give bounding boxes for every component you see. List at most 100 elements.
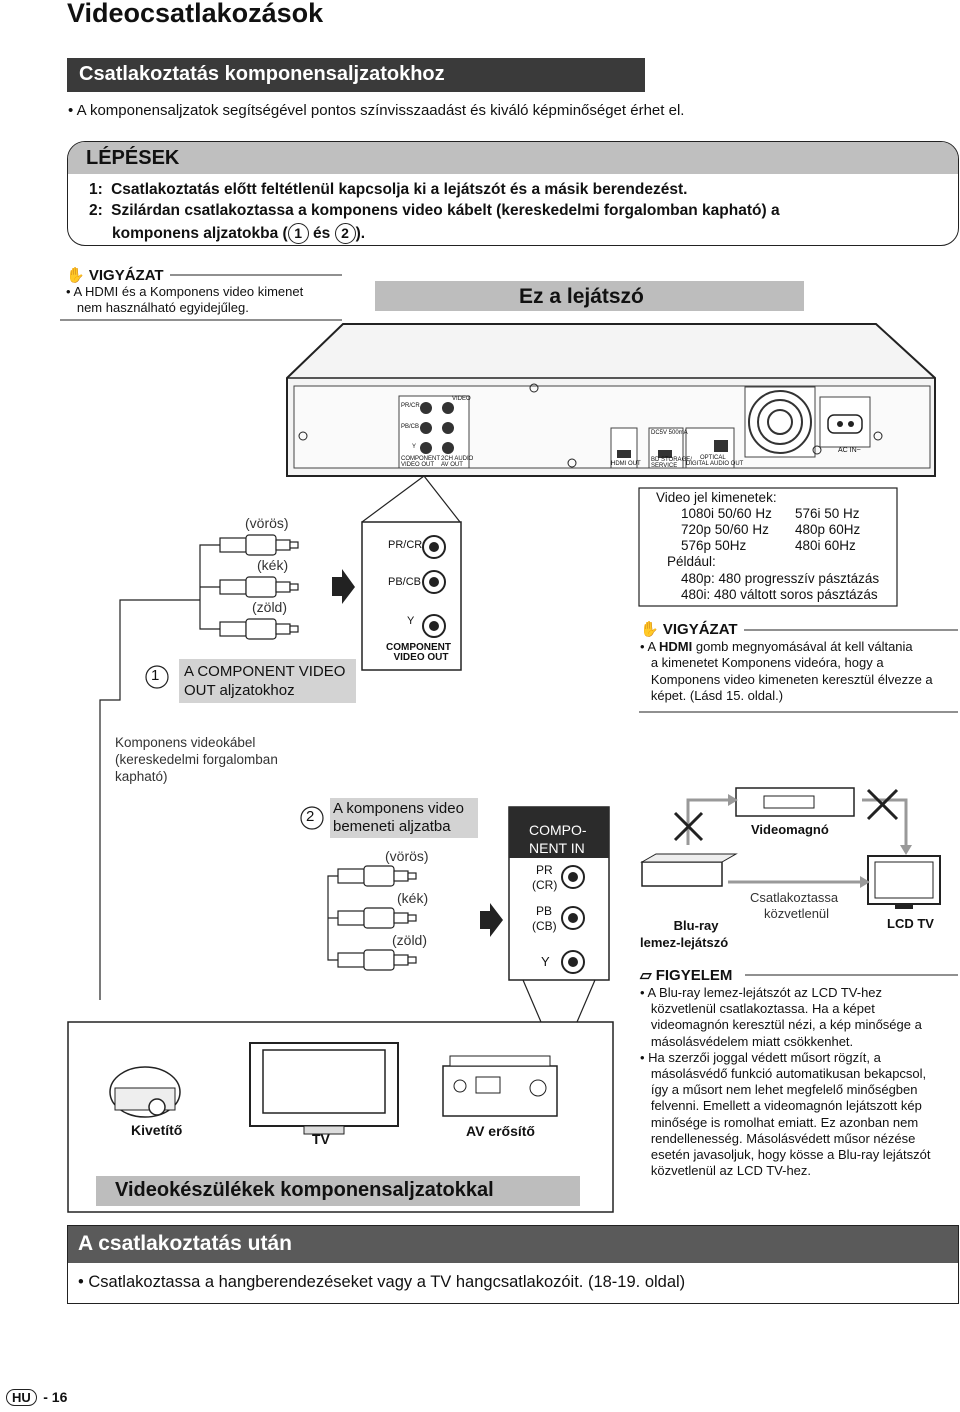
cable1-label: OUT aljzatokhoz bbox=[184, 682, 295, 699]
signals-example: Például: bbox=[667, 554, 716, 569]
vcr-label: Videomagnó bbox=[751, 822, 829, 837]
steps-title: LÉPÉSEK bbox=[86, 147, 180, 169]
step-2: 2: Szilárdan csatlakoztassa a komponens … bbox=[89, 202, 780, 220]
jack-text: COMPO- bbox=[529, 822, 587, 838]
signal-example: 480p: 480 progresszív pásztázás bbox=[681, 571, 880, 586]
note-text: • A Blu-ray lemez-lejátszót az LCD TV-he… bbox=[640, 985, 931, 1179]
cable-text: kapható) bbox=[115, 769, 168, 784]
step-text: Szilárdan csatlakoztassa a komponens vid… bbox=[111, 202, 780, 219]
circled-two: 2 bbox=[334, 223, 356, 244]
cable-red-label: (vörös) bbox=[385, 848, 429, 864]
steps-box: LÉPÉSEK 1: Csatlakoztatás előtt feltétle… bbox=[67, 141, 959, 246]
note-line: közvetlenül az LCD TV-hez. bbox=[650, 1163, 812, 1179]
bullet-text: Csatlakoztassa a hangberendezéseket vagy… bbox=[88, 1273, 686, 1291]
note-heading: ▱ FIGYELEM bbox=[640, 966, 732, 984]
cable-text: Komponens videokábel bbox=[115, 735, 256, 750]
step-text: Csatlakoztatás előtt feltétlenül kapcsol… bbox=[111, 181, 688, 198]
panel-text: BD STORAGE/ bbox=[651, 457, 692, 463]
step-text: ). bbox=[355, 225, 366, 242]
step-text: komponens aljzatokba ( bbox=[112, 225, 288, 242]
signal-value: 576i 50 Hz bbox=[795, 506, 860, 521]
section2-bullet: • Csatlakoztassa a hangberendezéseket va… bbox=[78, 1273, 686, 1291]
cable2-label: A komponens video bbox=[333, 800, 464, 817]
cable-green-label: (zöld) bbox=[392, 932, 428, 948]
panel-ac-label: AC IN~ bbox=[838, 447, 861, 454]
jack-in-pb: PB (CB) bbox=[532, 904, 557, 934]
note-line: másolásvédő funkció automatikusan bekapc… bbox=[650, 1066, 927, 1082]
jack-text: COMPONENT bbox=[386, 642, 451, 653]
cable-description: Komponens videokábel (kereskedelmi forga… bbox=[115, 734, 278, 785]
caution-line: A bbox=[647, 639, 660, 654]
signal-value: 480p 60Hz bbox=[795, 522, 861, 537]
step-number: 1: bbox=[89, 181, 103, 198]
caution-heading: ✋ VIGYÁZAT bbox=[66, 266, 164, 284]
signal-value: 480i 60Hz bbox=[795, 538, 856, 553]
panel-pr-label: PR/CR bbox=[401, 403, 420, 409]
caution-line: a kimenetet Komponens videóra, hogy a bbox=[650, 655, 884, 671]
section2-title: A csatlakoztatás után bbox=[78, 1232, 292, 1255]
projector-label: Kivetítő bbox=[131, 1122, 183, 1138]
jack-text: (CB) bbox=[532, 919, 557, 933]
note-line: minősége is romolhat emiatt. Ez azonban … bbox=[650, 1114, 919, 1130]
note-title: FIGYELEM bbox=[655, 967, 733, 984]
step-text: és bbox=[308, 225, 335, 242]
caution2-text: • A HDMI gomb megnyomásával át kell vált… bbox=[640, 639, 933, 703]
note-line: így a műsort nem lehet megfelelő minőség… bbox=[650, 1082, 918, 1098]
panel-y-label: Y bbox=[412, 444, 417, 450]
routing-text: Csatlakoztassa bbox=[750, 890, 839, 905]
hand-icon: ✋ bbox=[66, 267, 85, 284]
note-line: rendellenesség. Másolásvédett műsor nézé… bbox=[650, 1130, 916, 1146]
cable2-label-box: A komponens video bemeneti aljzatba bbox=[330, 798, 478, 838]
cable-blue-label: (kék) bbox=[397, 890, 429, 906]
section-bullet: • A komponensaljzatok segítségével ponto… bbox=[68, 102, 685, 119]
panel-video-label: VIDEO bbox=[452, 396, 471, 402]
step-2-cont: komponens aljzatokba (1 és 2). bbox=[112, 223, 365, 244]
jack-in-title: COMPO- NENT IN bbox=[529, 821, 587, 857]
jack-pr-label: PR/CR bbox=[388, 539, 423, 551]
caution-text: • A HDMI és a Komponens video kimenet ne… bbox=[66, 284, 304, 315]
caution-line: A HDMI és a Komponens video kimenet bbox=[73, 284, 304, 299]
panel-bd-label: BD STORAGE/SERVICE bbox=[651, 457, 692, 469]
jack-text: PR bbox=[536, 863, 553, 877]
signals-title: Video jel kimenetek: bbox=[656, 490, 777, 505]
note-line: másolásvédelem miatt csökkenhet. bbox=[650, 1033, 854, 1049]
circled-one: 1 bbox=[151, 667, 160, 684]
note-line: Ha szerzői joggal védett műsort rögzít, … bbox=[648, 1049, 881, 1065]
caution-line: gomb megnyomásával át kell váltania bbox=[692, 639, 913, 654]
player-label-box: Ez a lejátszó bbox=[375, 281, 804, 311]
panel-text: 2CH AUDIO bbox=[441, 456, 474, 462]
note-line: felvenni. Emellett a videomagnón lejátsz… bbox=[650, 1098, 922, 1114]
panel-hdmi-label: HDMI OUT bbox=[611, 461, 641, 467]
caution-line: Komponens video kimeneten keresztül élve… bbox=[650, 671, 933, 687]
panel-text: VIDEO OUT bbox=[401, 462, 435, 468]
section-title-bar: Csatlakoztatás komponensaljzatokhoz bbox=[67, 58, 645, 92]
panel-dc-label: DC5V 500mA bbox=[651, 430, 688, 436]
direct-connect-label: Csatlakoztassa közvetlenül bbox=[750, 890, 838, 922]
caution-title: VIGYÁZAT bbox=[662, 621, 738, 638]
lang-badge: HU bbox=[6, 1389, 37, 1406]
routing-text: közvetlenül bbox=[764, 906, 830, 921]
player-label: Ez a lejátszó bbox=[519, 285, 644, 308]
jack-text: VIDEO OUT bbox=[393, 652, 449, 663]
jack-text: NENT IN bbox=[529, 840, 585, 856]
bluray-label: Blu-ray lemez-lejátszó bbox=[640, 917, 728, 951]
cable-green-label: (zöld) bbox=[252, 599, 288, 615]
routing-text: lemez-lejátszó bbox=[640, 935, 729, 950]
signal-value: 720p 50/60 Hz bbox=[681, 522, 769, 537]
caution-title: VIGYÁZAT bbox=[88, 267, 164, 284]
jack-text: PB bbox=[536, 904, 553, 918]
caution-line: képet. (Lásd 15. oldal.) bbox=[650, 687, 784, 703]
panel-text: AV OUT bbox=[441, 462, 463, 468]
cable2-label: bemeneti aljzatba bbox=[333, 818, 451, 835]
page-title: Videocsatlakozások bbox=[67, 0, 324, 28]
cable-blue-label: (kék) bbox=[257, 557, 289, 573]
circled-one: 1 bbox=[287, 223, 309, 244]
panel-text: SERVICE bbox=[651, 463, 678, 469]
hand-icon: ✋ bbox=[640, 621, 659, 638]
section2-title-bar: A csatlakoztatás után bbox=[68, 1226, 958, 1263]
note-line: esetén javasoljuk, hogy kösse a Blu-ray … bbox=[650, 1147, 931, 1163]
section2-box: A csatlakoztatás után • Csatlakoztassa a… bbox=[67, 1225, 959, 1304]
